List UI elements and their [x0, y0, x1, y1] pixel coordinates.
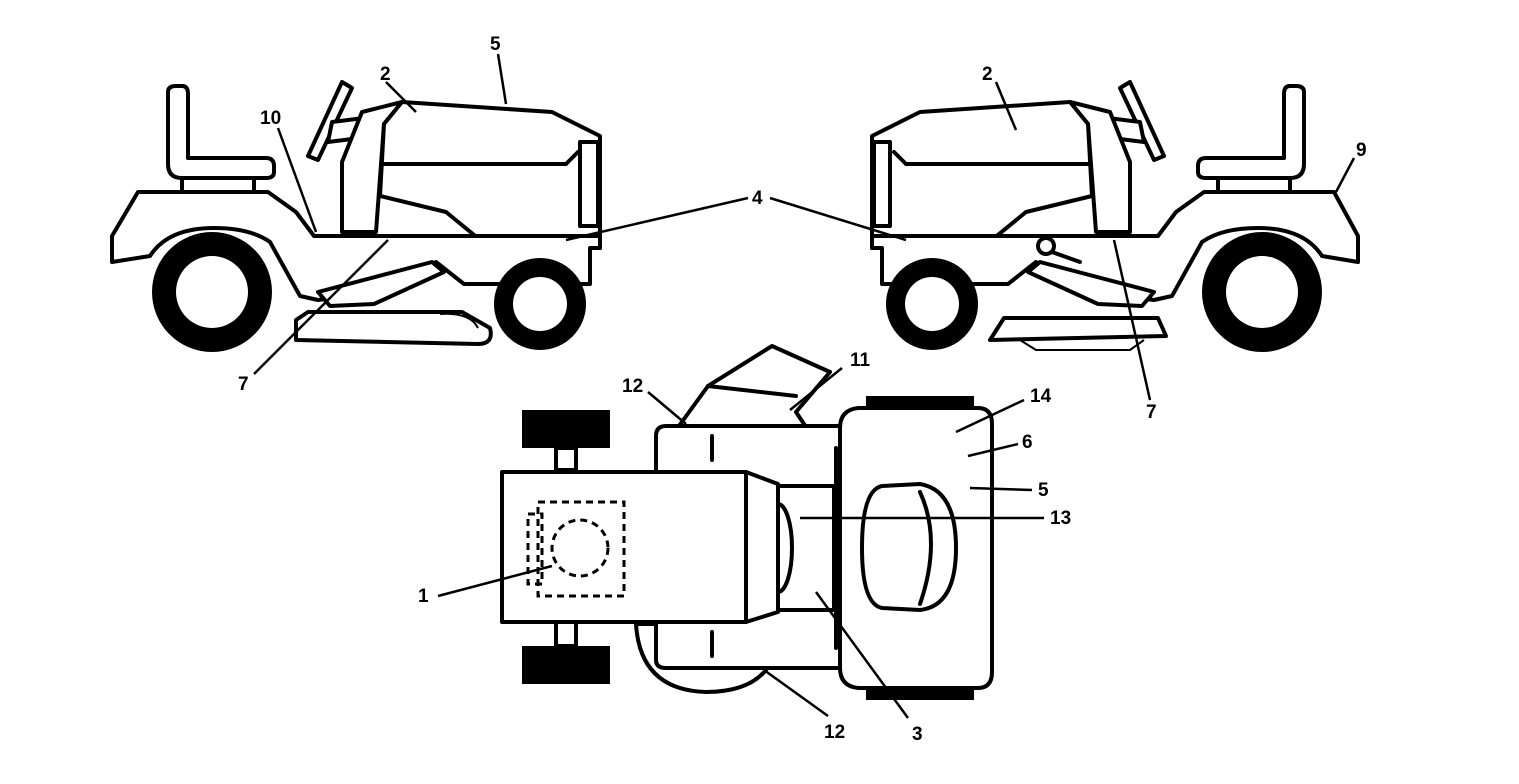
mower-deck-left [294, 310, 493, 346]
tractor-top-view [500, 344, 994, 700]
callout-2-left: 2 [380, 64, 391, 85]
hood-left [378, 100, 602, 250]
callout-1: 1 [418, 586, 429, 607]
callout-7-left: 7 [238, 374, 249, 395]
discharge-chute [674, 344, 832, 432]
callout-labels: 2 5 10 4 7 2 9 7 12 11 14 6 5 13 1 3 12 [238, 34, 1367, 745]
callout-10: 10 [260, 108, 281, 129]
callout-7-right: 7 [1146, 402, 1157, 423]
callout-12-top: 12 [622, 376, 643, 397]
callout-5-top: 5 [1038, 480, 1049, 501]
callout-2-right: 2 [982, 64, 993, 85]
lift-lever-knob [1036, 236, 1056, 256]
grille-right [872, 140, 892, 228]
steering-wheel-left [306, 80, 354, 162]
seat-top [860, 482, 958, 612]
callout-4: 4 [752, 188, 763, 209]
callout-5-left: 5 [490, 34, 501, 55]
fender-body-left [110, 190, 602, 302]
callout-9: 9 [1356, 140, 1367, 161]
front-tire-top-left [522, 410, 610, 448]
callout-14: 14 [1030, 386, 1052, 407]
callout-13: 13 [1050, 508, 1071, 529]
seat-right [1196, 84, 1306, 180]
engine-outline-dashed [536, 500, 626, 598]
callout-11: 11 [850, 350, 871, 371]
tractor-left-side-view [110, 80, 602, 352]
callout-6: 6 [1022, 432, 1033, 453]
seat-left [166, 84, 276, 180]
hood-right [870, 100, 1094, 250]
tractor-right-side-view [870, 80, 1360, 352]
mower-deck-right [988, 316, 1168, 342]
grille-left [578, 140, 600, 228]
callout-3: 3 [912, 724, 923, 745]
front-tire-top-right [522, 646, 610, 684]
steering-wheel-right [1118, 80, 1166, 162]
callout-12-bottom: 12 [824, 722, 845, 743]
footrest-left [316, 260, 446, 308]
footrest-right [1026, 260, 1156, 308]
hood-top [500, 470, 780, 624]
leader-lines [253, 53, 1356, 719]
